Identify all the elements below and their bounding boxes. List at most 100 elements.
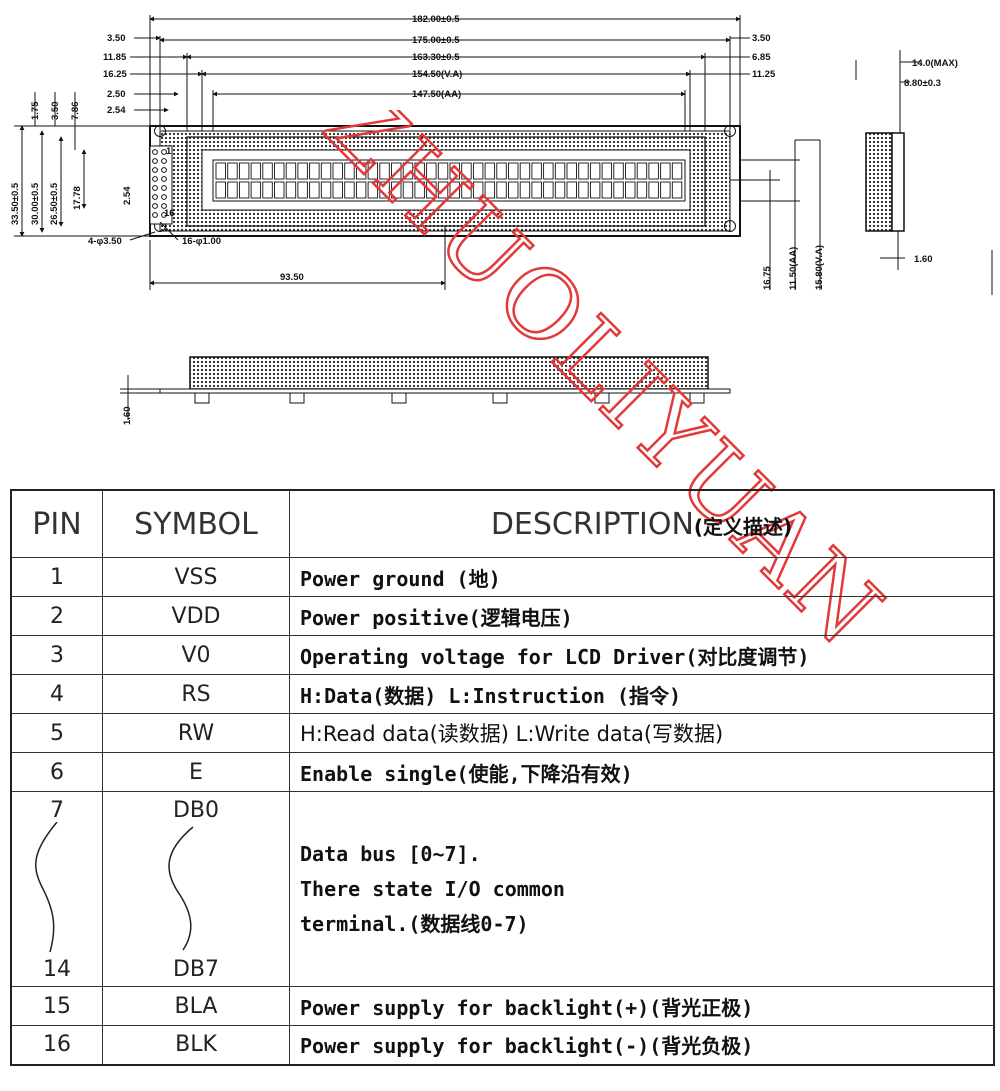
character-cell	[578, 162, 589, 180]
character-cell	[613, 162, 624, 180]
pin-symbol: BLA	[102, 986, 290, 1026]
table-row: 2 VDD Power positive(逻辑电压)	[10, 596, 995, 636]
character-cell	[320, 162, 332, 180]
character-cell	[367, 181, 379, 199]
pin-number: 16	[10, 1025, 103, 1065]
character-cell	[426, 162, 437, 180]
svg-text:15.80(V.A): 15.80(V.A)	[814, 245, 825, 290]
data-bus-line: There state I/O common	[300, 876, 565, 901]
character-cell	[379, 162, 390, 180]
character-cell	[566, 162, 577, 180]
dim-175: 175.00±0.5	[412, 35, 460, 46]
pin-hole	[161, 149, 167, 155]
pin-hole	[152, 194, 158, 200]
character-cell	[613, 181, 624, 199]
svg-text:14.0(MAX): 14.0(MAX)	[912, 58, 958, 69]
character-cell	[484, 162, 496, 180]
character-cell	[484, 181, 496, 199]
character-cell	[437, 162, 449, 180]
character-cell	[332, 162, 343, 180]
pin-description: Power supply for backlight(+)(背光正极)	[289, 986, 995, 1026]
character-cell	[297, 162, 308, 180]
character-cell	[589, 162, 601, 180]
character-cell	[496, 162, 507, 180]
character-cell	[344, 181, 355, 199]
character-cell	[671, 181, 683, 199]
pin-hole	[152, 158, 158, 164]
character-cell	[543, 181, 554, 199]
character-cell	[449, 181, 460, 199]
pin-hole	[152, 167, 158, 173]
character-cell	[671, 162, 683, 180]
pin-hole	[161, 194, 167, 200]
pin-range-end: 14	[43, 957, 71, 982]
character-cell	[589, 181, 601, 199]
character-cell	[472, 181, 484, 199]
pin-description-table: PIN SYMBOL DESCRIPTION(定义描述) 1 VSS Power…	[10, 489, 995, 1066]
left-vertical-dims: 1.75 3.50 7.86	[30, 92, 81, 150]
bottom-dims: 4-φ3.50 16-φ1.00 93.50	[88, 221, 446, 290]
header-description-cn: (定义描述)	[693, 514, 793, 539]
character-cell	[250, 162, 262, 180]
header-description: DESCRIPTION(定义描述)	[289, 489, 995, 558]
data-bus-description: Data bus [0~7]. There state I/O common t…	[289, 791, 995, 987]
character-cell	[391, 162, 402, 180]
pin-description: Power positive(逻辑电压)	[289, 596, 995, 636]
svg-text:11.25: 11.25	[752, 69, 776, 80]
svg-text:16.75: 16.75	[762, 266, 773, 290]
header-symbol: SYMBOL	[102, 489, 290, 558]
character-cell	[262, 162, 273, 180]
pin-hole	[152, 149, 158, 155]
pin-description: Operating voltage for LCD Driver(对比度调节)	[289, 635, 995, 675]
character-cell	[215, 162, 226, 180]
svg-text:4-φ3.50: 4-φ3.50	[88, 236, 122, 247]
character-cell	[566, 181, 577, 199]
right-side-dims: 16.75 11.50(AA) 15.80(V.A)	[730, 139, 825, 290]
pin-description: Power supply for backlight(-)(背光负极)	[289, 1025, 995, 1065]
character-cell	[402, 162, 414, 180]
table-row: 3 V0 Operating voltage for LCD Driver(对比…	[10, 635, 995, 675]
pin-symbol: VSS	[102, 557, 290, 597]
svg-text:2.54: 2.54	[107, 105, 126, 116]
header-description-en: DESCRIPTION	[490, 506, 694, 542]
pin-symbol: V0	[102, 635, 290, 675]
table-row-data-bus: 7 14 DB0 DB7 Data bus [0~7	[10, 791, 995, 987]
character-cell	[660, 162, 671, 180]
pin-hole	[161, 176, 167, 182]
table-row: 16 BLK Power supply for backlight(-)(背光负…	[10, 1025, 995, 1065]
character-cell	[496, 181, 507, 199]
front-view-foot	[492, 392, 508, 404]
svg-text:17.78: 17.78	[72, 186, 83, 210]
dim-163: 163.30±0.5	[412, 52, 460, 63]
character-cell	[636, 181, 648, 199]
character-cell	[274, 162, 285, 180]
character-cell	[531, 162, 542, 180]
svg-text:33.50±0.5: 33.50±0.5	[10, 182, 21, 225]
pin-hole	[161, 185, 167, 191]
table-row: 1 VSS Power ground (地)	[10, 557, 995, 597]
character-cell	[297, 181, 308, 199]
character-cell	[250, 181, 262, 199]
character-cell	[402, 181, 414, 199]
character-cell	[519, 162, 531, 180]
data-bus-line: terminal.(数据线0-7)	[300, 911, 529, 936]
lcd-mechanical-drawing: 182.00±0.5 175.00±0.5 163.30±0.5 154.50(…	[10, 14, 993, 425]
pin-number: 5	[10, 713, 103, 753]
character-cell	[461, 181, 472, 199]
character-cell	[554, 181, 566, 199]
pin-hole	[161, 212, 167, 218]
pin-hole	[152, 185, 158, 191]
character-cell	[519, 181, 531, 199]
symbol-range-cell: DB0 DB7	[102, 791, 290, 987]
svg-text:8.80±0.3: 8.80±0.3	[904, 78, 941, 89]
pin-description: Enable single(使能,下降沿有效)	[289, 752, 995, 792]
svg-text:3.50: 3.50	[107, 33, 126, 44]
character-cell	[543, 162, 554, 180]
pin-number: 3	[10, 635, 103, 675]
character-cell	[355, 181, 367, 199]
pin-number: 6	[10, 752, 103, 792]
front-view-foot	[689, 392, 705, 404]
pin-number: 1	[10, 557, 103, 597]
svg-text:1: 1	[166, 146, 172, 157]
character-cell	[262, 181, 273, 199]
